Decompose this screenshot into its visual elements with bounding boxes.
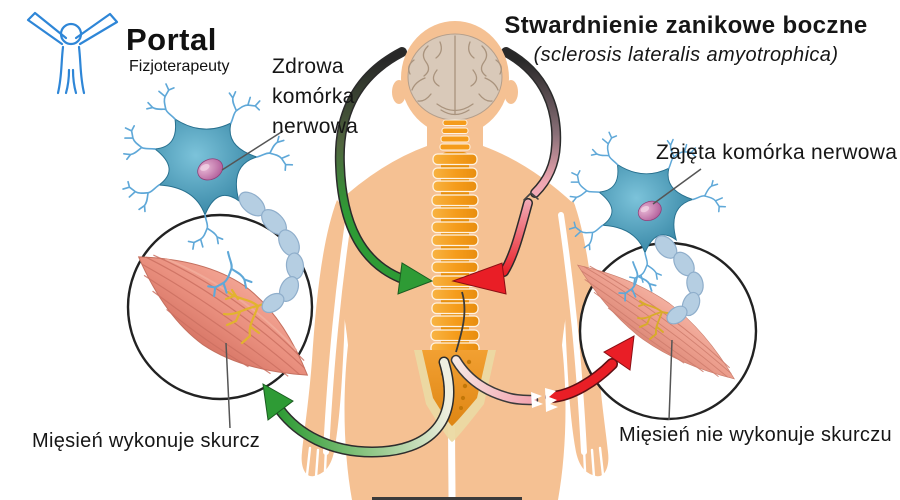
pathway-break-mark — [523, 191, 539, 201]
spine-illustration — [414, 119, 496, 442]
pointer-lines — [221, 130, 702, 429]
axon-myelin-chain-left — [238, 191, 305, 314]
muscle-healthy-illustration — [137, 254, 309, 377]
green-arrowhead-lower — [262, 383, 294, 421]
diagram-subtitle-latin: (sclerosis lateralis amyotrophica) — [533, 44, 839, 66]
muscle-atrophied-illustration — [576, 264, 736, 380]
hand-fingers — [305, 446, 605, 479]
diagram-title: Stwardnienie zanikowe boczne — [504, 12, 868, 39]
logo-subtitle: Fizjoterapeuty — [129, 58, 230, 75]
upper-pathway-arcs — [334, 47, 562, 283]
red-arrowhead-lower — [603, 335, 635, 371]
red-arrowhead — [451, 262, 507, 295]
signal-break-tear-left — [531, 392, 543, 408]
axon-myelin-chain-right — [654, 235, 704, 325]
diagram-title-block: Stwardnienie zanikowe boczne (sclerosis … — [500, 12, 872, 67]
muscle-not-contracting-label: Mięsień nie wykonuje skurczu — [619, 424, 892, 446]
brain-illustration — [407, 33, 503, 121]
muscle-contracting-label: Mięsień wykonuje skurcz — [32, 430, 261, 452]
nerve-endings-healthy — [222, 288, 274, 345]
affected-neuron-label: Zajęta komórka nerwowa — [656, 141, 898, 164]
bottom-crop-artifact — [372, 497, 522, 500]
healthy-neuron-label: Zdrowa komórka nerwowa — [272, 55, 359, 138]
person-raised-arms-icon — [26, 11, 119, 95]
signal-break-tear-right — [545, 388, 558, 412]
left-arm — [301, 200, 350, 477]
green-arrowhead — [397, 262, 434, 295]
spinal-cord-line — [455, 291, 466, 353]
logo-title: Portal — [126, 22, 217, 57]
